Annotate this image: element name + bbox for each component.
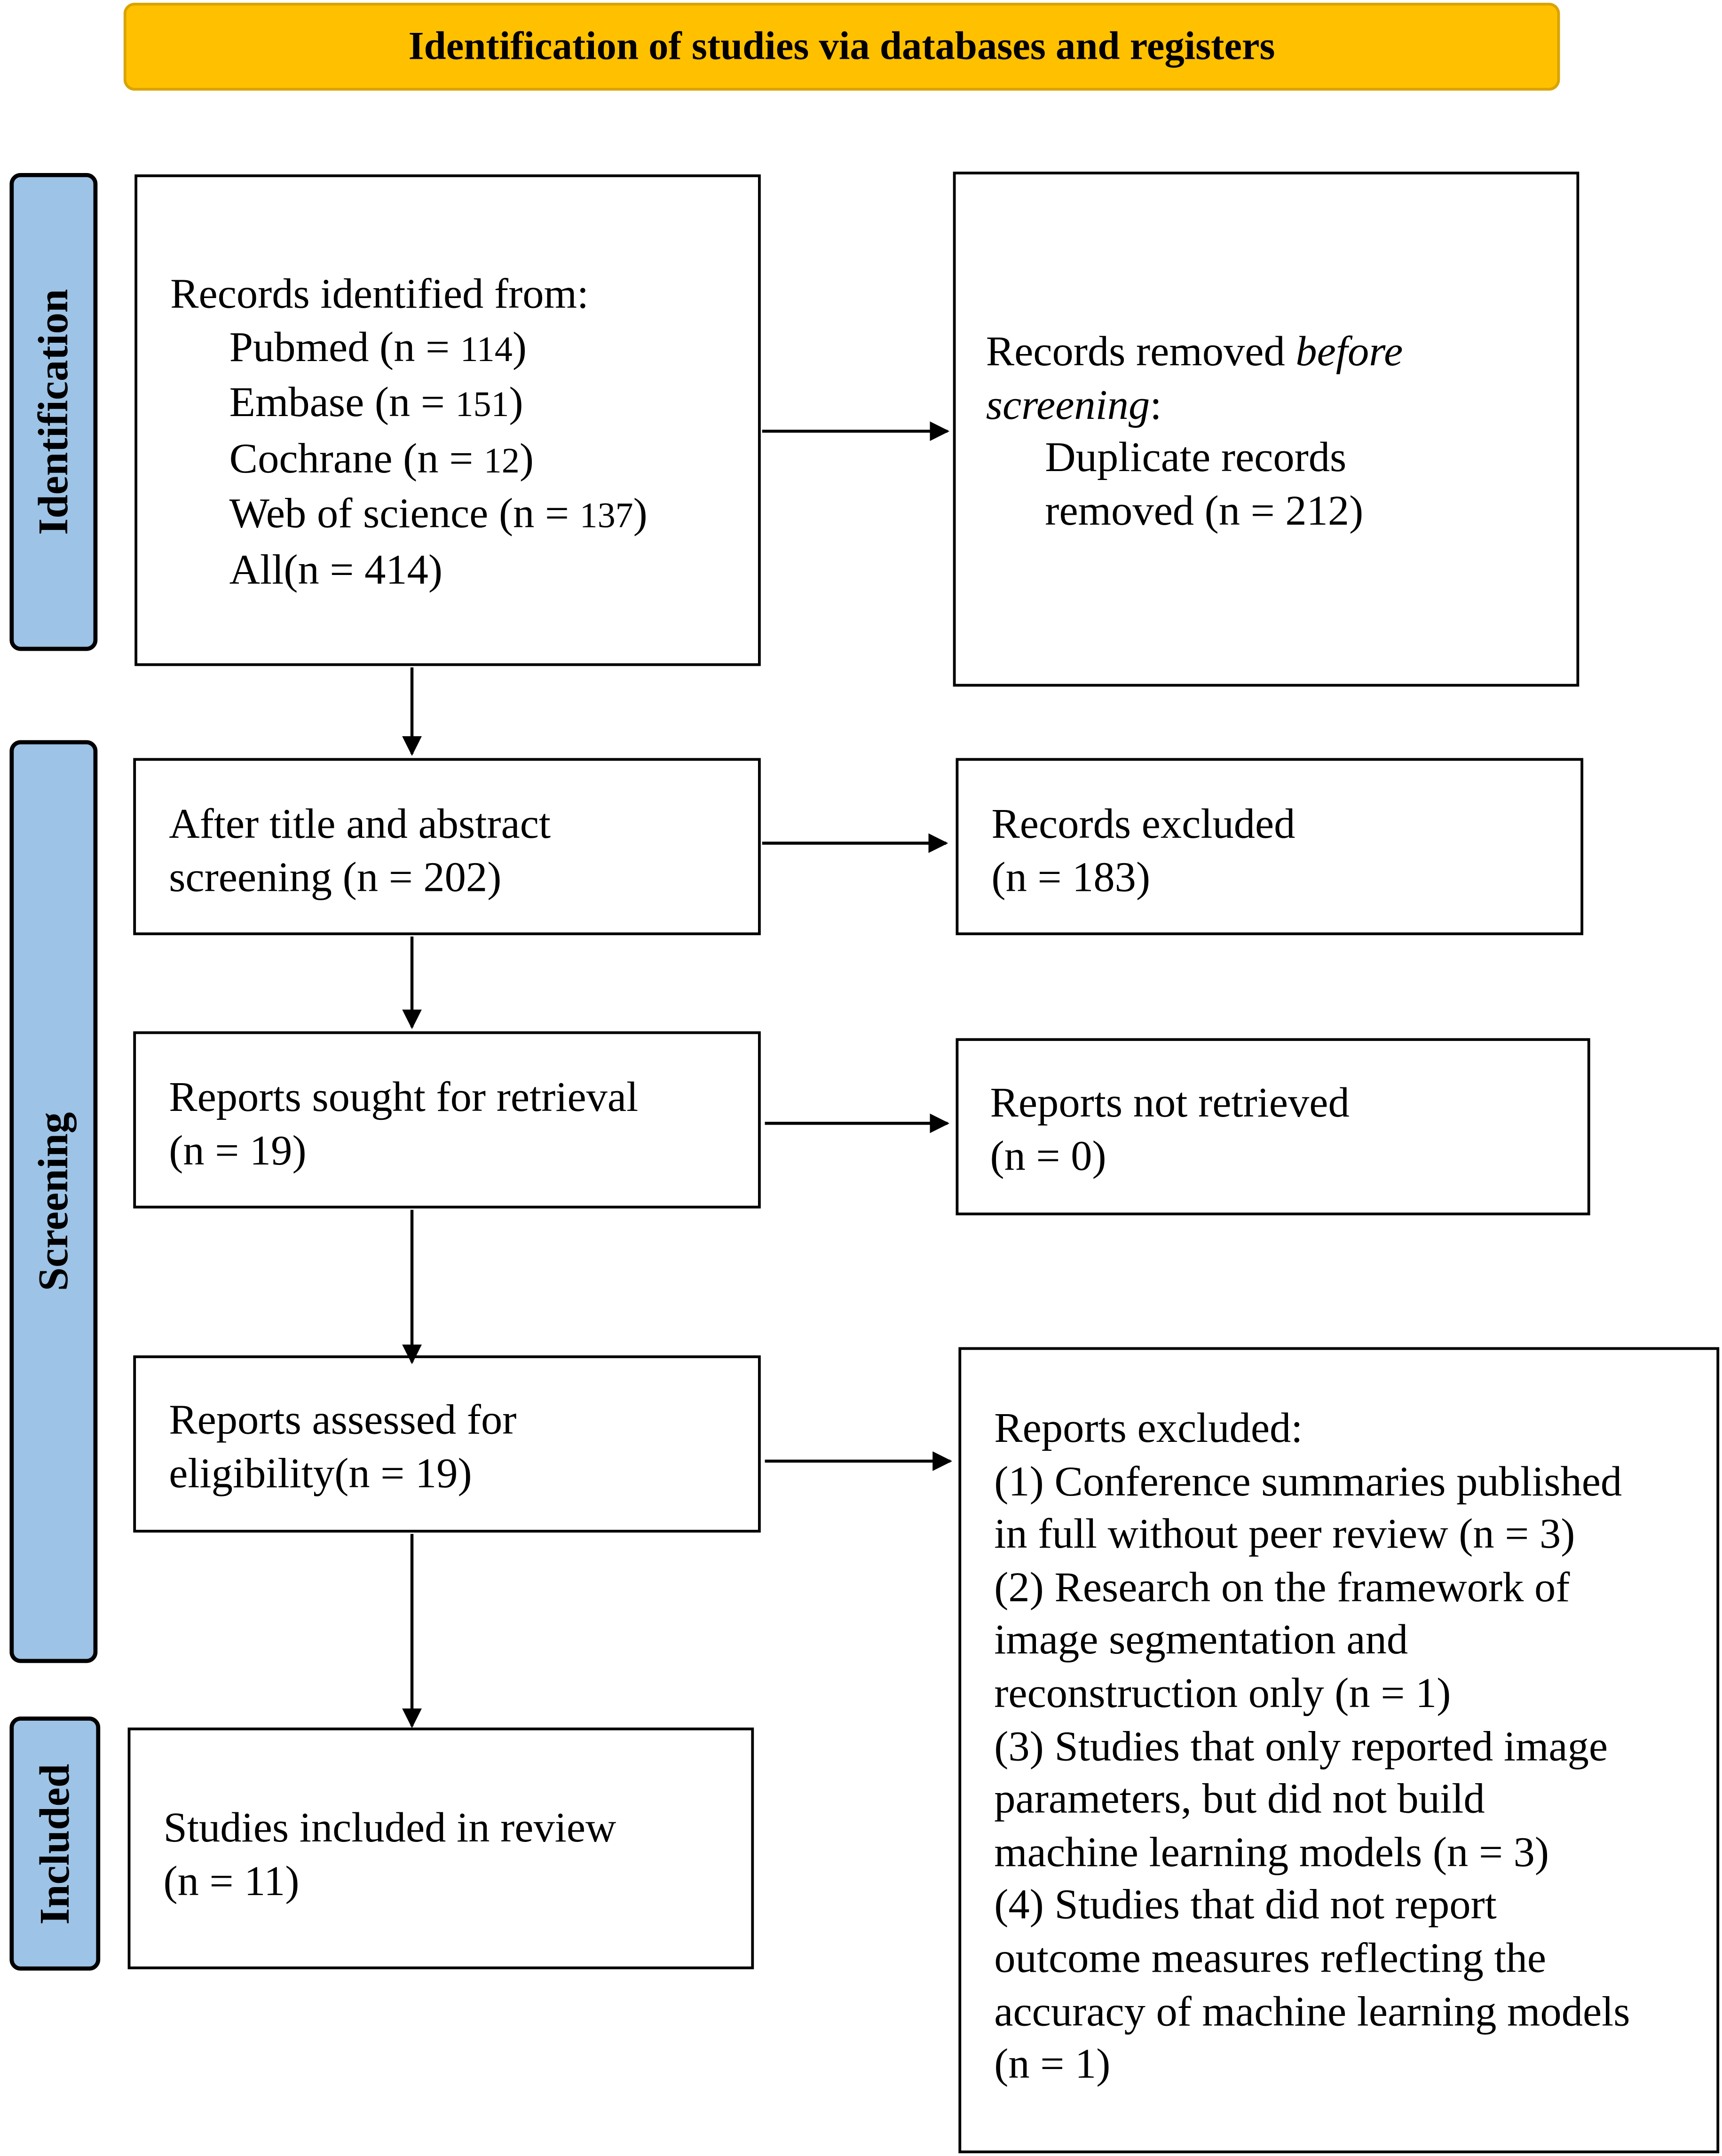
header-title: Identification of studies via databases … [408, 24, 1275, 68]
duplicates-line1: Duplicate records [1045, 433, 1347, 481]
not-retrieved-line2: (n = 0) [990, 1131, 1106, 1179]
reports-excluded-line: Reports excluded: [994, 1403, 1303, 1452]
reports-sought-box: Reports sought for retrieval (n = 19) [133, 1031, 761, 1209]
reports-excluded-line: in full without peer review (n = 3) [994, 1509, 1575, 1558]
reports-excluded-line: (3) Studies that only reported image [994, 1721, 1608, 1770]
records-excluded-box: Records excluded (n = 183) [956, 758, 1584, 936]
included-line2: (n = 11) [163, 1856, 300, 1904]
not-retrieved-line1: Reports not retrieved [990, 1078, 1350, 1126]
records-removed-box: Records removed before screening: Duplic… [953, 172, 1580, 687]
reports-excluded-box: Reports excluded: (1) Conference summari… [958, 1347, 1720, 2154]
after-screening-line1: After title and abstract [169, 799, 551, 848]
records-identified-title: Records identified from: [170, 269, 589, 317]
records-identified-total: All(n = 414) [229, 545, 443, 593]
reports-excluded-line: reconstruction only (n = 1) [994, 1668, 1451, 1717]
after-screening-box: After title and abstract screening (n = … [133, 758, 761, 936]
reports-excluded-line: (n = 1) [994, 2039, 1111, 2088]
reports-excluded-line: image segmentation and [994, 1615, 1408, 1664]
records-excluded-line2: (n = 183) [991, 852, 1151, 901]
included-line1: Studies included in review [163, 1803, 616, 1851]
header-banner: Identification of studies via databases … [123, 2, 1560, 91]
reports-excluded-line: (2) Research on the framework of [994, 1562, 1570, 1611]
reports-excluded-line: machine learning models (n = 3) [994, 1827, 1549, 1876]
reports-excluded-line: (4) Studies that did not report [994, 1880, 1497, 1929]
records-identified-box: Records identified from: Pubmed (n = 114… [134, 174, 761, 666]
source-item: Cochrane (n = 12) [229, 433, 534, 482]
assessed-line1: Reports assessed for [169, 1395, 517, 1443]
phase-included: Included [9, 1716, 101, 1971]
records-excluded-line1: Records excluded [991, 799, 1295, 848]
reports-sought-line2: (n = 19) [169, 1125, 307, 1174]
reports-sought-line1: Reports sought for retrieval [169, 1072, 639, 1121]
source-item: Pubmed (n = 114) [229, 322, 527, 370]
records-removed-line1: Records removed before [986, 327, 1403, 375]
reports-excluded-line: parameters, but did not build [994, 1774, 1485, 1823]
source-item: Embase (n = 151) [229, 378, 523, 426]
assessed-line2: eligibility(n = 19) [169, 1448, 472, 1496]
duplicates-line2: removed (n = 212) [1045, 486, 1364, 534]
reports-excluded-line: outcome measures reflecting the [994, 1933, 1547, 1982]
records-removed-line2: screening: [986, 379, 1162, 428]
phase-screening: Screening [9, 740, 98, 1663]
reports-excluded-line: (1) Conference summaries published [994, 1456, 1622, 1505]
after-screening-line2: screening (n = 202) [169, 852, 502, 901]
reports-not-retrieved-box: Reports not retrieved (n = 0) [956, 1038, 1590, 1216]
studies-included-box: Studies included in review (n = 11) [127, 1727, 754, 1969]
reports-assessed-box: Reports assessed for eligibility(n = 19) [133, 1355, 761, 1533]
reports-excluded-line: accuracy of machine learning models [994, 1986, 1630, 2035]
phase-identification: Identification [9, 173, 98, 651]
source-item: Web of science (n = 137) [229, 489, 648, 538]
